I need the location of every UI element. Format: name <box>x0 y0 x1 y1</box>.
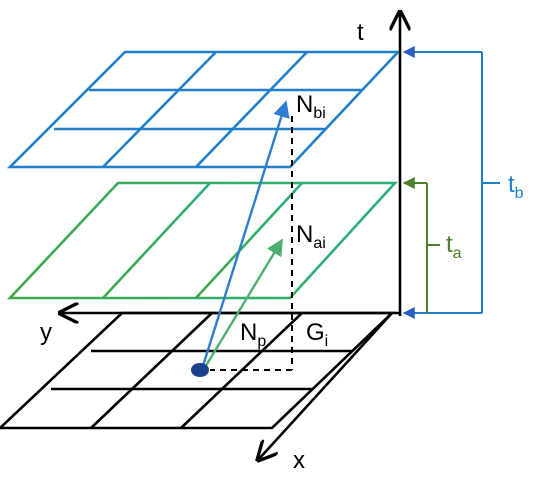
middle-grid <box>6 181 398 300</box>
y-axis-label: y <box>40 319 52 346</box>
label-nai: Nai <box>296 221 326 252</box>
vector-to-nbi <box>200 100 290 370</box>
vector-to-nai <box>202 238 284 370</box>
x-axis <box>258 312 393 460</box>
label-np: Np <box>240 319 266 350</box>
t-axis-label: t <box>357 19 364 46</box>
projection-lines <box>210 116 293 371</box>
top-grid <box>6 50 402 169</box>
label-nbi: Nbi <box>296 91 326 122</box>
label-ta: ta <box>446 231 462 262</box>
label-gi: Gi <box>306 319 328 350</box>
time-bracket-b <box>402 46 500 319</box>
time-bracket-a <box>402 177 440 313</box>
label-tb: tb <box>508 171 524 202</box>
axes <box>60 12 400 460</box>
x-axis-label: x <box>293 447 305 474</box>
point-np <box>191 363 209 377</box>
